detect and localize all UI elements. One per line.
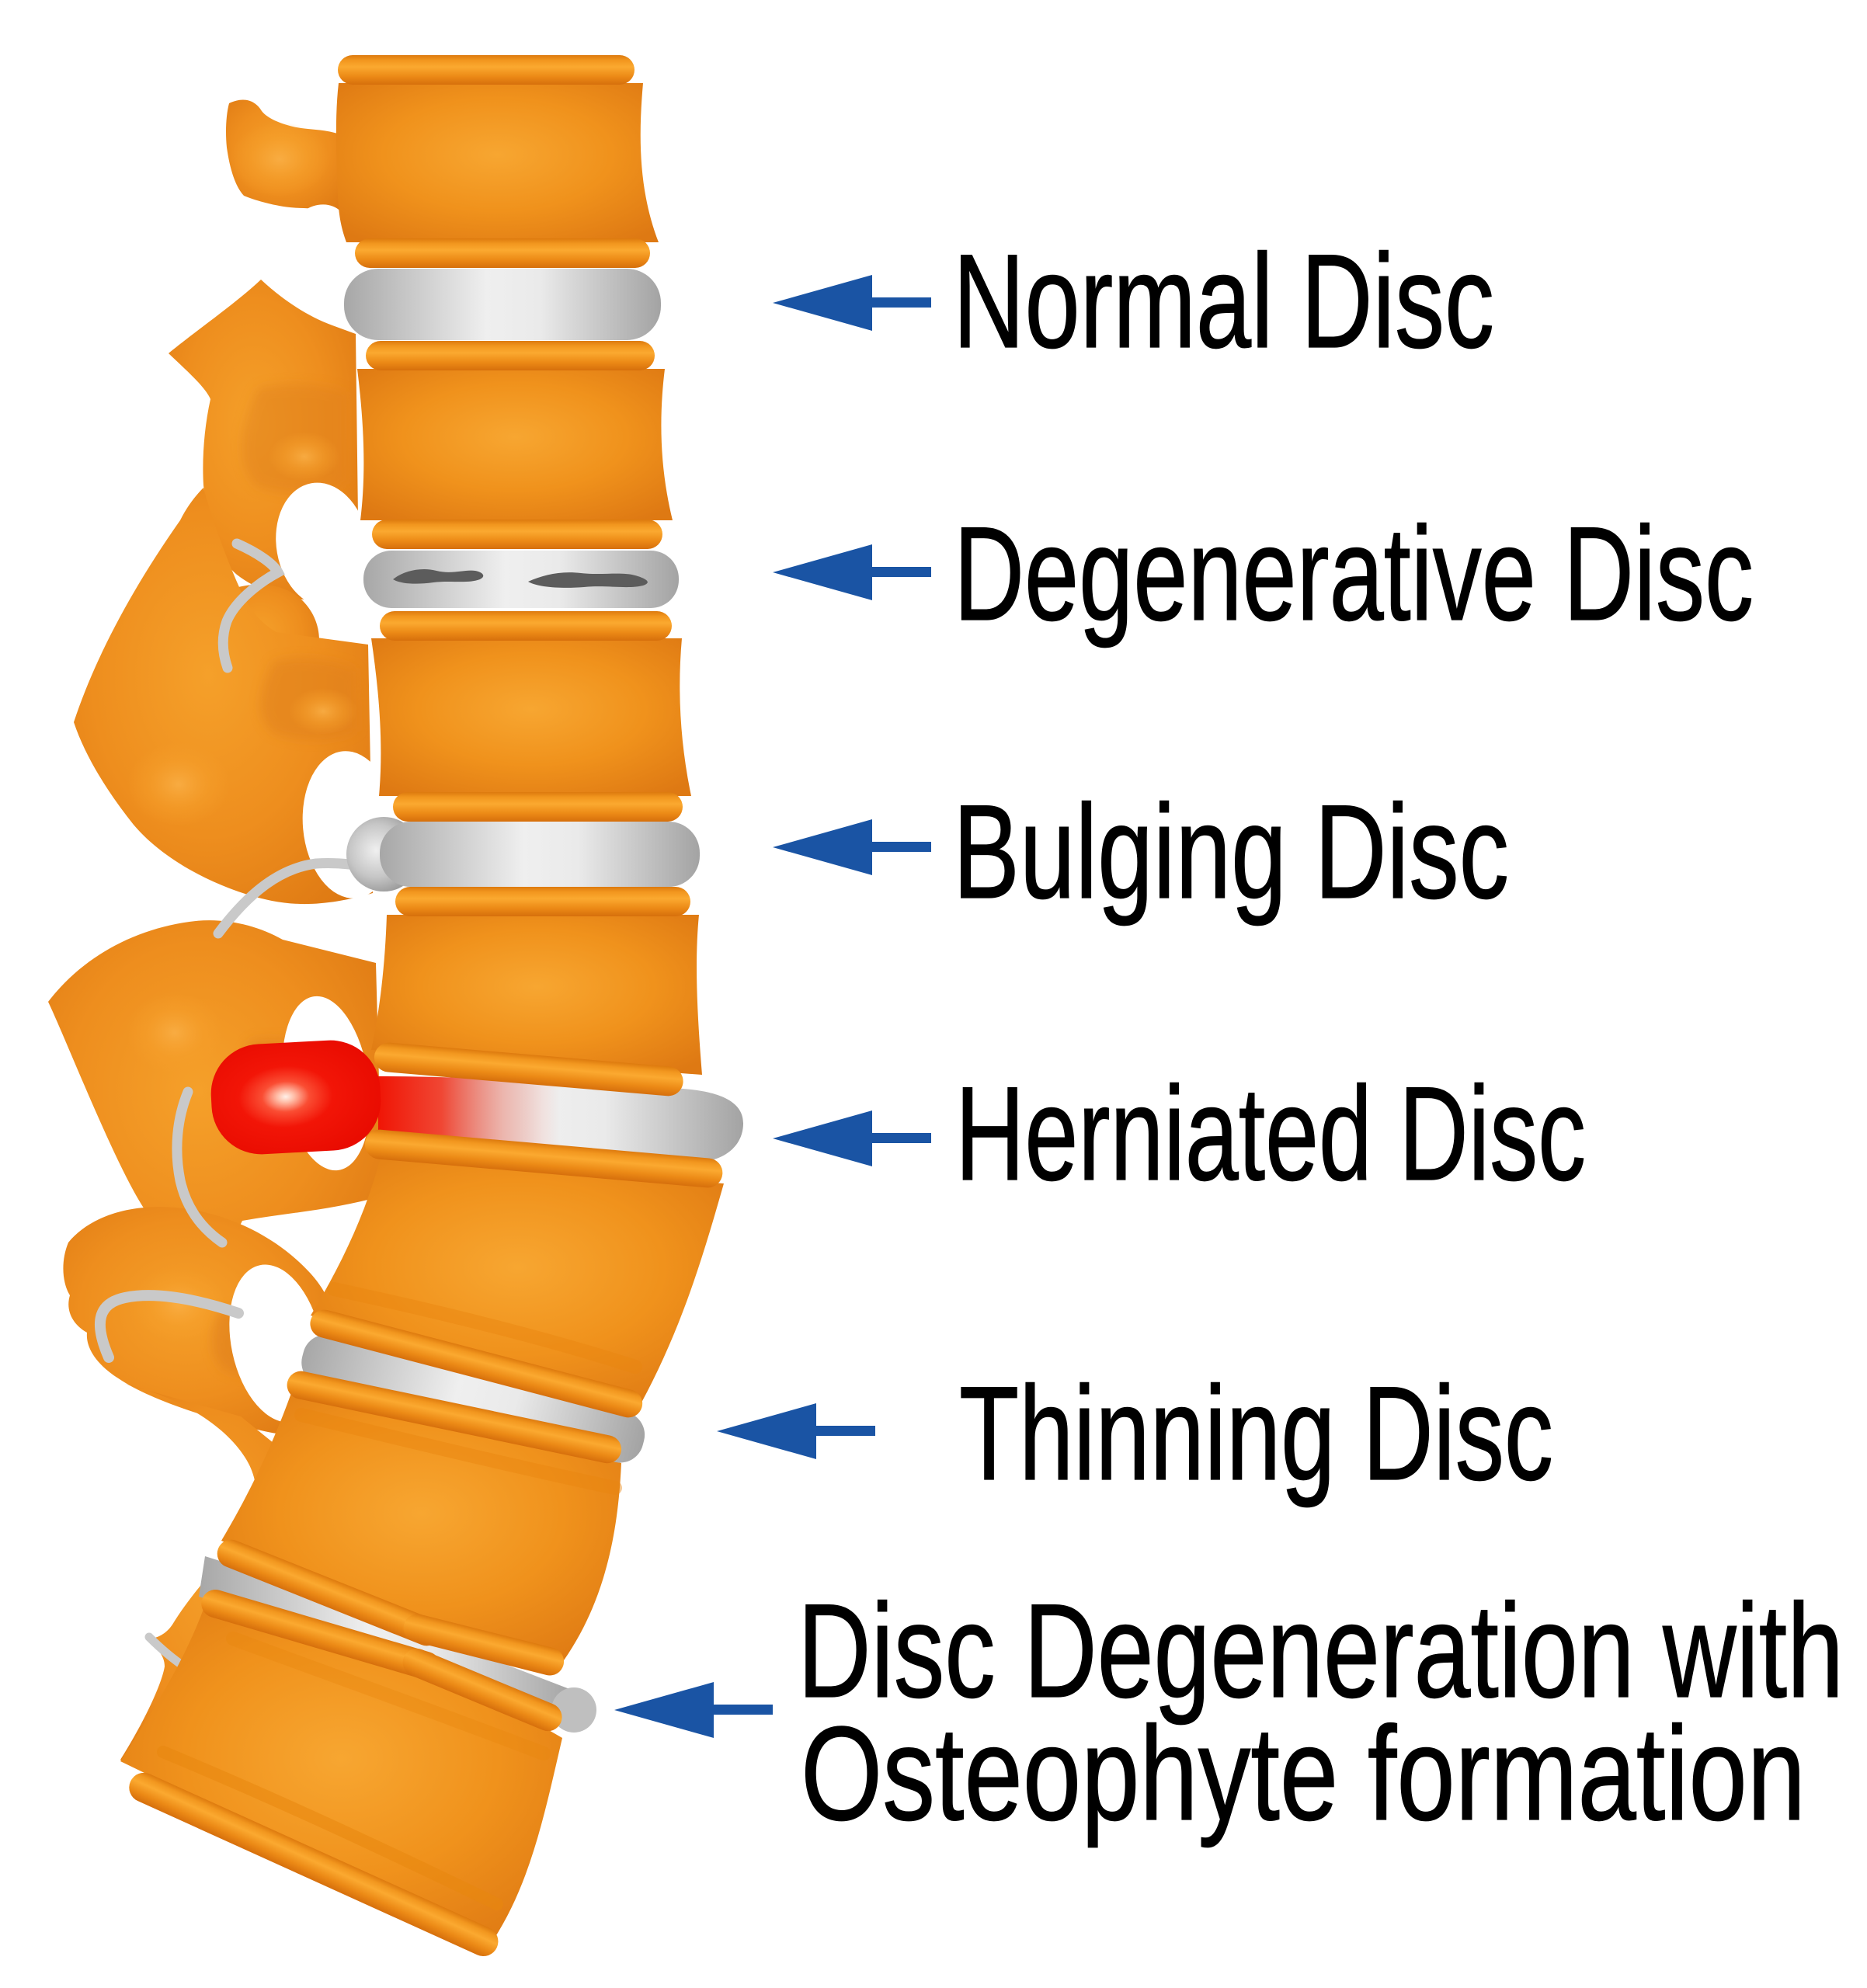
svg-text:Disc Degeneration with: Disc Degeneration with: [798, 1576, 1844, 1726]
svg-text:Herniated Disc: Herniated Disc: [955, 1059, 1586, 1208]
svg-text:Bulging Disc: Bulging Disc: [953, 777, 1509, 926]
svg-text:Osteophyte formation: Osteophyte formation: [801, 1699, 1806, 1848]
svg-text:Thinning Disc: Thinning Disc: [959, 1359, 1553, 1508]
svg-text:Normal Disc: Normal Disc: [953, 227, 1494, 376]
svg-text:Degenerative Disc: Degenerative Disc: [954, 499, 1754, 648]
